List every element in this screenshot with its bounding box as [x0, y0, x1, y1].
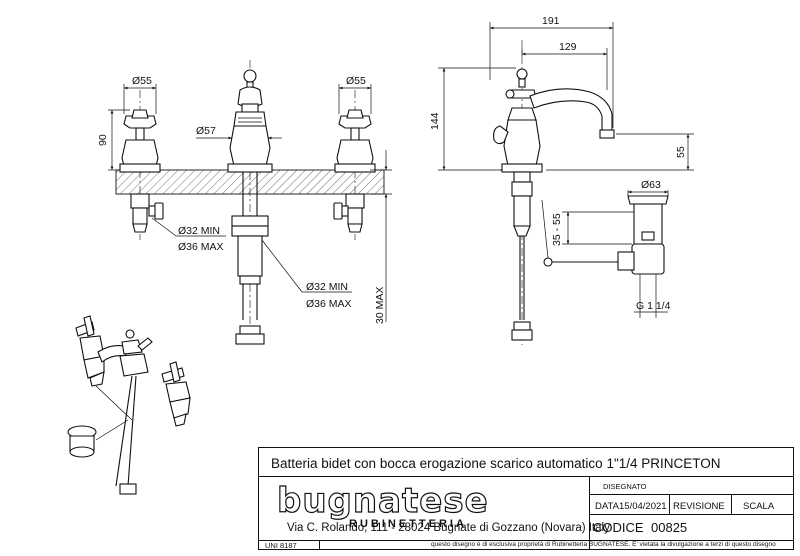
drawing-title: Batteria bidet con bocca erogazione scar… [271, 456, 721, 471]
scala-label: SCALA [743, 501, 775, 512]
drain-dia-label: Ø63 [641, 179, 661, 191]
disegnato-label: DISEGNATO [603, 482, 647, 491]
side-width-total-label: 191 [542, 15, 560, 27]
front-view: Ø55 Ø55 90 Ø57 Ø32 MIN Ø36 MAX Ø32 MIN [97, 60, 392, 345]
spout-base-dia-label: Ø57 [196, 125, 216, 137]
codice-label: CODICE [593, 520, 644, 535]
brand-logo: bugnatese [276, 480, 489, 521]
left-handle-dia-label: Ø55 [132, 75, 152, 87]
front-dimensions: Ø55 Ø55 90 Ø57 Ø32 MIN Ø36 MAX Ø32 MIN [97, 75, 392, 324]
revisione-label: REVISIONE [673, 501, 725, 512]
codice-value: 00825 [651, 520, 688, 535]
company-address: Via C. Rolando, 111 - 28024 Bugnate di G… [287, 522, 610, 534]
left-hole-max-label: Ø36 MAX [178, 241, 224, 253]
right-valve [333, 90, 376, 240]
data-value: 15/04/2021 [619, 501, 667, 512]
side-width-spout-label: 129 [559, 41, 577, 53]
ownership-note: questo disegno è di esclusiva proprietà … [431, 541, 776, 548]
side-spout-height-label: 55 [675, 146, 687, 158]
left-hole-min-label: Ø32 MIN [178, 225, 220, 237]
brand-subtitle: RUBINETTERIA [349, 518, 467, 530]
left-valve [119, 90, 164, 240]
deck-max-label: 30 MAX [374, 287, 386, 324]
drain-range-label: 35 - 55 [551, 213, 563, 246]
drain-thread-label: G 1 1/4 [636, 300, 671, 312]
center-spout [227, 60, 273, 345]
title-block: Batteria bidet con bocca erogazione scar… [258, 447, 794, 550]
center-hole-max-label: Ø36 MAX [306, 298, 352, 310]
uni-code: UNI 8187 [265, 541, 297, 550]
side-dimensions: 191 129 144 55 Ø63 35 - 55 [429, 15, 694, 318]
data-label: DATA [595, 501, 619, 512]
side-height-label: 144 [429, 112, 441, 130]
right-handle-dia-label: Ø55 [346, 75, 366, 87]
left-height-label: 90 [97, 134, 109, 146]
center-hole-min-label: Ø32 MIN [306, 281, 348, 293]
side-view: 191 129 144 55 Ø63 35 - 55 [429, 15, 694, 345]
isometric-view [67, 315, 191, 495]
